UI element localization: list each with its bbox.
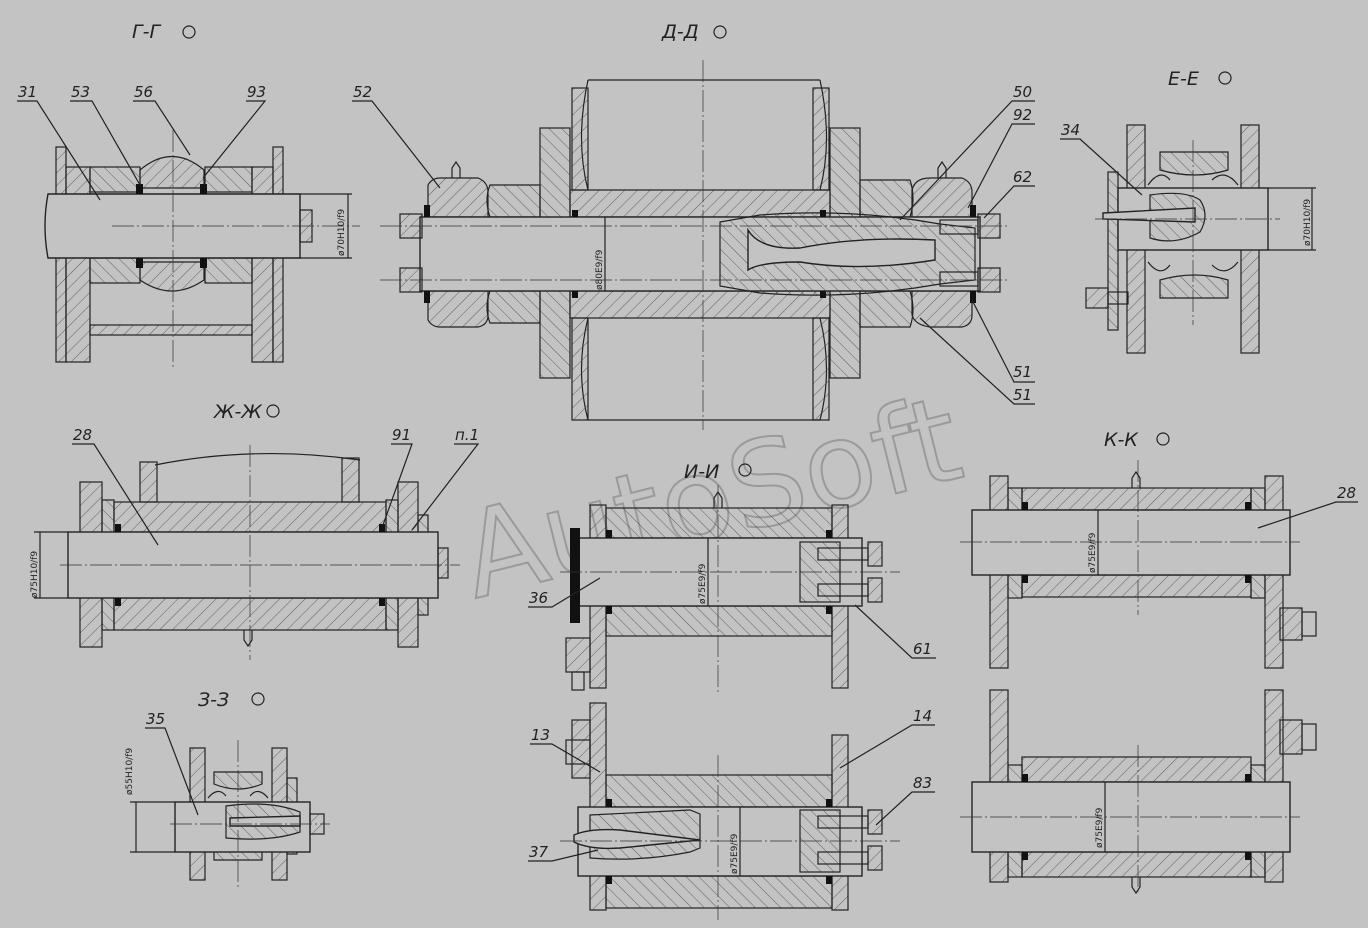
callout-62: 62 <box>1013 168 1032 186</box>
callout-83: 83 <box>913 774 932 792</box>
callout-13: 13 <box>531 726 550 744</box>
callout-92: 92 <box>1013 106 1032 124</box>
section-d-d: Д-Д <box>352 21 1035 430</box>
view-circle-icon <box>713 25 727 39</box>
callout-34: 34 <box>1061 121 1080 139</box>
section-title-k-k: К-К <box>1104 429 1139 451</box>
callout-35: 35 <box>146 710 165 728</box>
section-lower-middle: ø75E9/f9 13 14 83 37 <box>528 702 935 920</box>
section-k-k: К-К ø75E9/f9 28 <box>960 429 1358 895</box>
section-zh-zh: Ж-Ж ø75H10/f9 28 91 п.1 <box>30 401 480 660</box>
view-circle-icon <box>738 463 752 477</box>
callout-14: 14 <box>913 707 932 725</box>
section-title-z-z: З-З <box>198 689 229 711</box>
view-circle-icon <box>182 25 196 39</box>
callout-37: 37 <box>529 843 549 861</box>
section-title-e-e: Е-Е <box>1168 68 1199 90</box>
callout-50: 50 <box>1013 83 1032 101</box>
dim-e-e: ø70H10/f9 <box>1303 199 1313 246</box>
callout-53: 53 <box>71 83 90 101</box>
section-title-zh-zh: Ж-Ж <box>213 401 263 423</box>
callout-36: 36 <box>529 589 548 607</box>
callout-61: 61 <box>913 640 932 658</box>
section-title-g-g: Г-Г <box>132 21 161 43</box>
callout-93: 93 <box>247 83 266 101</box>
view-circle-icon <box>251 692 265 706</box>
section-e-e: Е-Е ø70H10/f9 34 <box>1060 68 1316 354</box>
view-circle-icon <box>1156 432 1170 446</box>
callout-51-a: 51 <box>1013 363 1032 381</box>
dim-zh-zh: ø75H10/f9 <box>30 551 40 598</box>
callout-28-a: 28 <box>73 426 92 444</box>
view-circle-icon <box>266 404 280 418</box>
callout-p1: п.1 <box>455 426 479 444</box>
dim-k-k-top: ø75E9/f9 <box>1088 532 1098 573</box>
section-title-i-i: И-И <box>684 461 719 483</box>
section-g-g: Г-Г ø70H10/f9 31 53 56 93 <box>17 21 360 370</box>
view-circle-icon <box>1218 71 1232 85</box>
dim-k-k-bottom: ø75E9/f9 <box>1095 807 1105 848</box>
callout-51-b: 51 <box>1013 386 1032 404</box>
dim-g-g: ø70H10/f9 <box>337 209 347 256</box>
callout-52: 52 <box>353 83 372 101</box>
dim-z-z: ø55H10/f9 <box>125 748 135 795</box>
dim-i-i: ø75E9/f9 <box>698 563 708 604</box>
callout-91: 91 <box>392 426 411 444</box>
callout-31: 31 <box>18 83 37 101</box>
callout-28-b: 28 <box>1337 484 1356 502</box>
section-title-d-d: Д-Д <box>661 21 699 43</box>
section-i-i: И-И ø75E9/f9 36 61 <box>528 461 936 695</box>
callout-56: 56 <box>134 83 153 101</box>
dim-lower: ø75E9/f9 <box>730 833 740 874</box>
dim-d-d: ø80E9/f9 <box>595 249 605 290</box>
section-z-z: З-З ø55H10/f9 35 <box>125 689 330 890</box>
